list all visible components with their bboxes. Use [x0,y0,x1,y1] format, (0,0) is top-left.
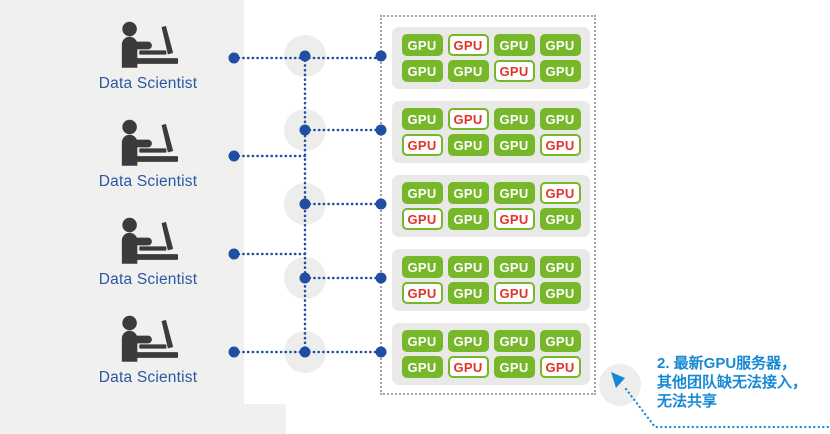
gpu-chip-green: GPU [493,134,535,156]
junction-halo [284,331,326,373]
annotation-text: 2. 最新GPU服务器， 其他团队缺无法接入， 无法共享 [657,354,807,411]
annotation-line-1: 2. 最新GPU服务器， [657,355,797,372]
gpu-chip-green: GPU [493,108,535,130]
gpu-chip-green: GPU [493,34,535,56]
gpu-chip-red: GPU [401,282,443,304]
data-scientist-item: Data Scientist [58,315,238,387]
gpu-chip-green: GPU [401,330,443,352]
annotation-arrow-icon [611,372,625,388]
gpu-chip-green: GPU [447,256,489,278]
data-scientist-label: Data Scientist [98,369,198,386]
junction-dot [299,198,311,210]
annotation-line-3: 无法共享 [657,393,718,410]
gpu-chip-red: GPU [447,356,489,378]
person-laptop-icon [58,119,238,166]
gpu-chip-green: GPU [493,356,535,378]
gpu-chip-green: GPU [447,182,489,204]
gpu-chip-green: GPU [401,356,443,378]
gpu-chip-green: GPU [539,256,581,278]
gpu-chip-red: GPU [539,182,581,204]
junction-dot [299,50,311,62]
gpu-chip-green: GPU [401,256,443,278]
gpu-chip-red: GPU [447,34,489,56]
gpu-chip-red: GPU [447,108,489,130]
person-laptop-icon [58,217,238,264]
junction-halo [284,257,326,299]
gpu-chip-red: GPU [493,282,535,304]
gpu-chip-green: GPU [539,330,581,352]
gpu-chip-red: GPU [539,134,581,156]
data-scientist-item: Data Scientist [58,119,238,191]
junction-dot [299,124,311,136]
data-scientist-item: Data Scientist [58,217,238,289]
gpu-chip-green: GPU [539,282,581,304]
gpu-chip-green: GPU [447,330,489,352]
data-scientist-item: Data Scientist [58,21,238,93]
person-laptop-icon [58,315,238,362]
gpu-chip-green: GPU [401,182,443,204]
annotation-line-2: 其他团队缺无法接入， [657,374,808,391]
junction-halo [284,183,326,225]
data-scientist-label: Data Scientist [98,173,198,190]
gpu-chip-green: GPU [539,34,581,56]
gpu-chip-green: GPU [447,60,489,82]
junction-dot [299,346,311,358]
gpu-chip-green: GPU [447,282,489,304]
gpu-chip-green: GPU [447,134,489,156]
gpu-chip-red: GPU [401,208,443,230]
gpu-chip-green: GPU [493,182,535,204]
gpu-chip-red: GPU [539,356,581,378]
gpu-chip-red: GPU [493,208,535,230]
data-scientist-label: Data Scientist [98,75,198,92]
gpu-chip-green: GPU [539,208,581,230]
gpu-chip-green: GPU [401,34,443,56]
gpu-chip-green: GPU [401,60,443,82]
gpu-chip-green: GPU [447,208,489,230]
gpu-chip-green: GPU [539,60,581,82]
junction-halo [284,109,326,151]
annotation-halo [599,364,641,406]
gpu-chip-green: GPU [539,108,581,130]
data-scientist-label: Data Scientist [98,271,198,288]
gpu-chip-green: GPU [493,330,535,352]
junction-dot [299,272,311,284]
gpu-chip-green: GPU [401,108,443,130]
person-laptop-icon [58,21,238,68]
junction-halo [284,35,326,77]
gpu-chip-red: GPU [493,60,535,82]
gpu-chip-green: GPU [493,256,535,278]
panel-bottom-extension [0,404,286,434]
gpu-chip-red: GPU [401,134,443,156]
